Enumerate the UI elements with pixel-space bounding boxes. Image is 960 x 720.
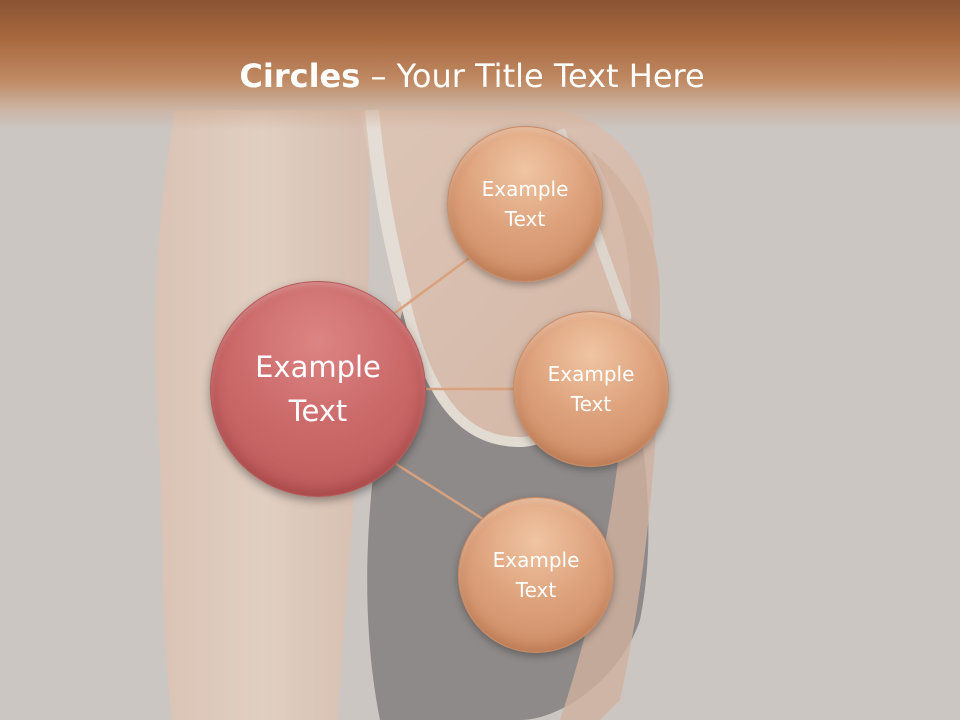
outer-circle-top[interactable]: Example Text [447,126,603,282]
title-band [0,0,960,130]
center-circle[interactable]: Example Text [210,281,426,497]
connector-to-node-1 [387,254,473,320]
shoulder-shape [560,150,660,720]
outer-circle-label: Example Text [492,548,580,602]
strap-left [365,109,412,302]
title-bold: Circles [239,57,361,95]
outer-circle-middle[interactable]: Example Text [513,311,669,467]
outer-circle-label: Example Text [481,177,569,231]
title-rest: – Your Title Text Here [360,57,705,95]
slide-title: Circles – Your Title Text Here [0,52,944,100]
connector-to-node-3 [395,462,487,523]
center-circle-label: Example Text [255,350,381,428]
outer-circle-bottom[interactable]: Example Text [458,497,614,653]
outer-circle-label: Example Text [547,362,635,416]
